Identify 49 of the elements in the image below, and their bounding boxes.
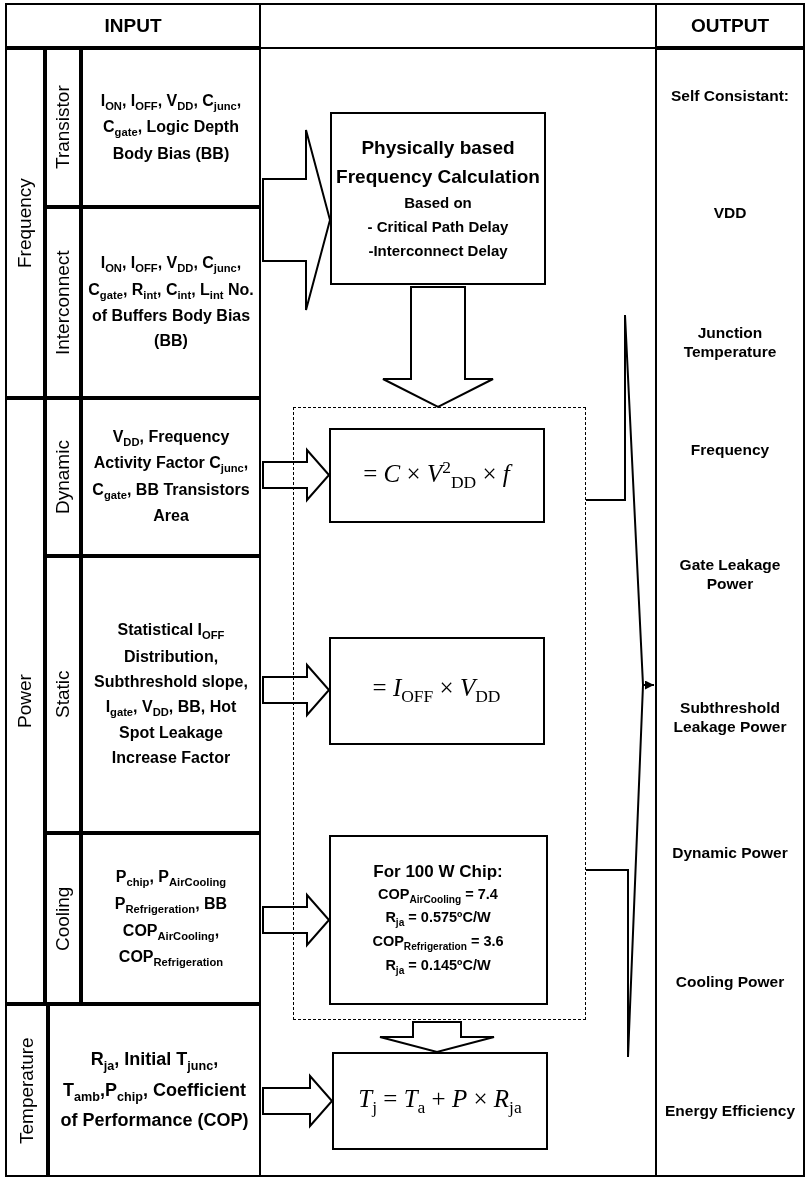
- output-text: Dynamic Power: [671, 843, 789, 863]
- process-box: [328, 834, 548, 1005]
- box-text: COP$_{Refrigeration}$ = 3.6: [372, 931, 504, 954]
- output-text: Self Consistant:: [670, 86, 790, 106]
- output-text: Junction Temperature: [682, 323, 778, 362]
- output-text: Cooling Power: [674, 972, 786, 992]
- parameter-cell: I$_{ON}$, I$_{OFF}$, V$_{DD}$, C$_{junc}$, C$_{gate}$, Logic Depth Body Bias (BB): [81, 48, 261, 207]
- parameter-cell: P$_{chip}$, P$_{AirCooling}$ P$_{Refrigeration}$, BB COP$_{AirCooling}$, COP$_{Refrigeration}$: [81, 833, 261, 1004]
- category-cell: Transistor: [45, 48, 81, 207]
- output-text: Gate Leakage Power: [678, 555, 782, 594]
- dashed-group-box: [293, 407, 586, 1020]
- formula-box: = C × V$^{2}$$_{DD}$ × f: [328, 427, 545, 523]
- box-text: -Interconnect Delay: [368, 241, 508, 261]
- block-arrow: [382, 286, 494, 409]
- box-text: COP$_{AirCooling}$ = 7.4: [378, 884, 498, 907]
- output-text: Frequency: [689, 440, 771, 460]
- output-text: Energy Efficiency: [663, 1101, 797, 1121]
- output-text: Subthreshold Leakage Power: [672, 698, 788, 737]
- formula-box: T$_{j}$ = T$_{a}$ + P × R$_{ja}$: [332, 1052, 548, 1150]
- parameter-cell: V$_{DD}$, Frequency Activity Factor C$_{junc}$, C$_{gate}$, BB Transistors Area: [81, 398, 261, 556]
- block-arrow: [262, 662, 331, 718]
- category-cell: Interconnect: [45, 207, 81, 398]
- category-cell: Cooling: [45, 833, 81, 1004]
- block-arrow: [262, 447, 331, 503]
- parameter-cell: I$_{ON}$, I$_{OFF}$, V$_{DD}$, C$_{junc}$, C$_{gate}$, R$_{int}$, C$_{int}$, L$_{int}$ No. of Buffers Body Bias (BB): [81, 207, 261, 398]
- box-text: - Critical Path Delay: [367, 217, 509, 237]
- output-text: VDD: [712, 203, 748, 223]
- block-arrow: [262, 892, 331, 948]
- category-cell: Dynamic: [45, 398, 81, 556]
- box-text: R$_{ja}$ = 0.575ºC/W: [385, 908, 491, 931]
- box-heading: For 100 W Chip:: [373, 860, 503, 883]
- block-arrow: [262, 129, 332, 311]
- process-box: [330, 112, 546, 285]
- category-cell: Frequency: [5, 48, 45, 398]
- output-column: [655, 48, 805, 1177]
- box-text: Based on: [404, 193, 472, 213]
- box-heading: Physically based Frequency Calculation: [335, 136, 541, 189]
- parameter-cell: Statistical I$_{OFF}$ Distribution, Subthreshold slope, I$_{gate}$, V$_{DD}$, BB, Hot Spot Leakage Increase Factor: [81, 556, 261, 833]
- block-arrow: [379, 1021, 495, 1054]
- category-cell: Static: [45, 556, 81, 833]
- chevron-arrow: [585, 314, 655, 1058]
- box-text: R$_{ja}$ = 0.145ºC/W: [385, 955, 491, 978]
- parameter-cell: R$_{ja}$, Initial T$_{junc}$, T$_{amb}$,P$_{chip}$, Coefficient of Performance (COP): [48, 1004, 261, 1177]
- formula-box: = I$_{OFF}$ × V$_{DD}$: [328, 636, 545, 745]
- category-cell: Temperature: [5, 1004, 48, 1177]
- block-arrow: [262, 1073, 334, 1129]
- column-header: INPUT: [5, 3, 261, 48]
- category-cell: Power: [5, 398, 45, 1004]
- column-header: OUTPUT: [655, 3, 805, 48]
